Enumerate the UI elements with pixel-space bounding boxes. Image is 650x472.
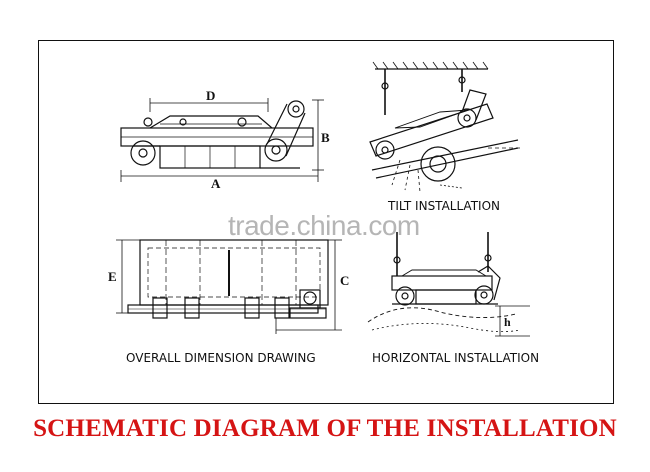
dim-label-e: E bbox=[108, 269, 117, 284]
dim-label-b: B bbox=[321, 130, 330, 145]
caption-horizontal-installation: HORIZONTAL INSTALLATION bbox=[372, 351, 540, 365]
dim-label-a: A bbox=[211, 176, 221, 191]
caption-overall-dimension: OVERALL DIMENSION DRAWING bbox=[126, 351, 316, 365]
dim-label-h: h bbox=[504, 315, 511, 329]
page-title: SCHEMATIC DIAGRAM OF THE INSTALLATION bbox=[33, 415, 617, 442]
caption-tilt-installation: TILT INSTALLATION bbox=[388, 199, 501, 213]
horizontal-installation-view bbox=[367, 232, 530, 337]
watermark-text: trade.china.com bbox=[228, 210, 420, 241]
overall-plan-view bbox=[127, 239, 329, 319]
overall-side-dimensions bbox=[120, 98, 324, 182]
dim-label-d: D bbox=[206, 88, 215, 103]
drawing-frame bbox=[38, 40, 614, 404]
overall-plan-dimensions bbox=[116, 239, 342, 334]
tilt-installation-view bbox=[369, 61, 520, 193]
overall-side-view bbox=[120, 100, 314, 169]
dim-label-c: C bbox=[340, 273, 349, 288]
